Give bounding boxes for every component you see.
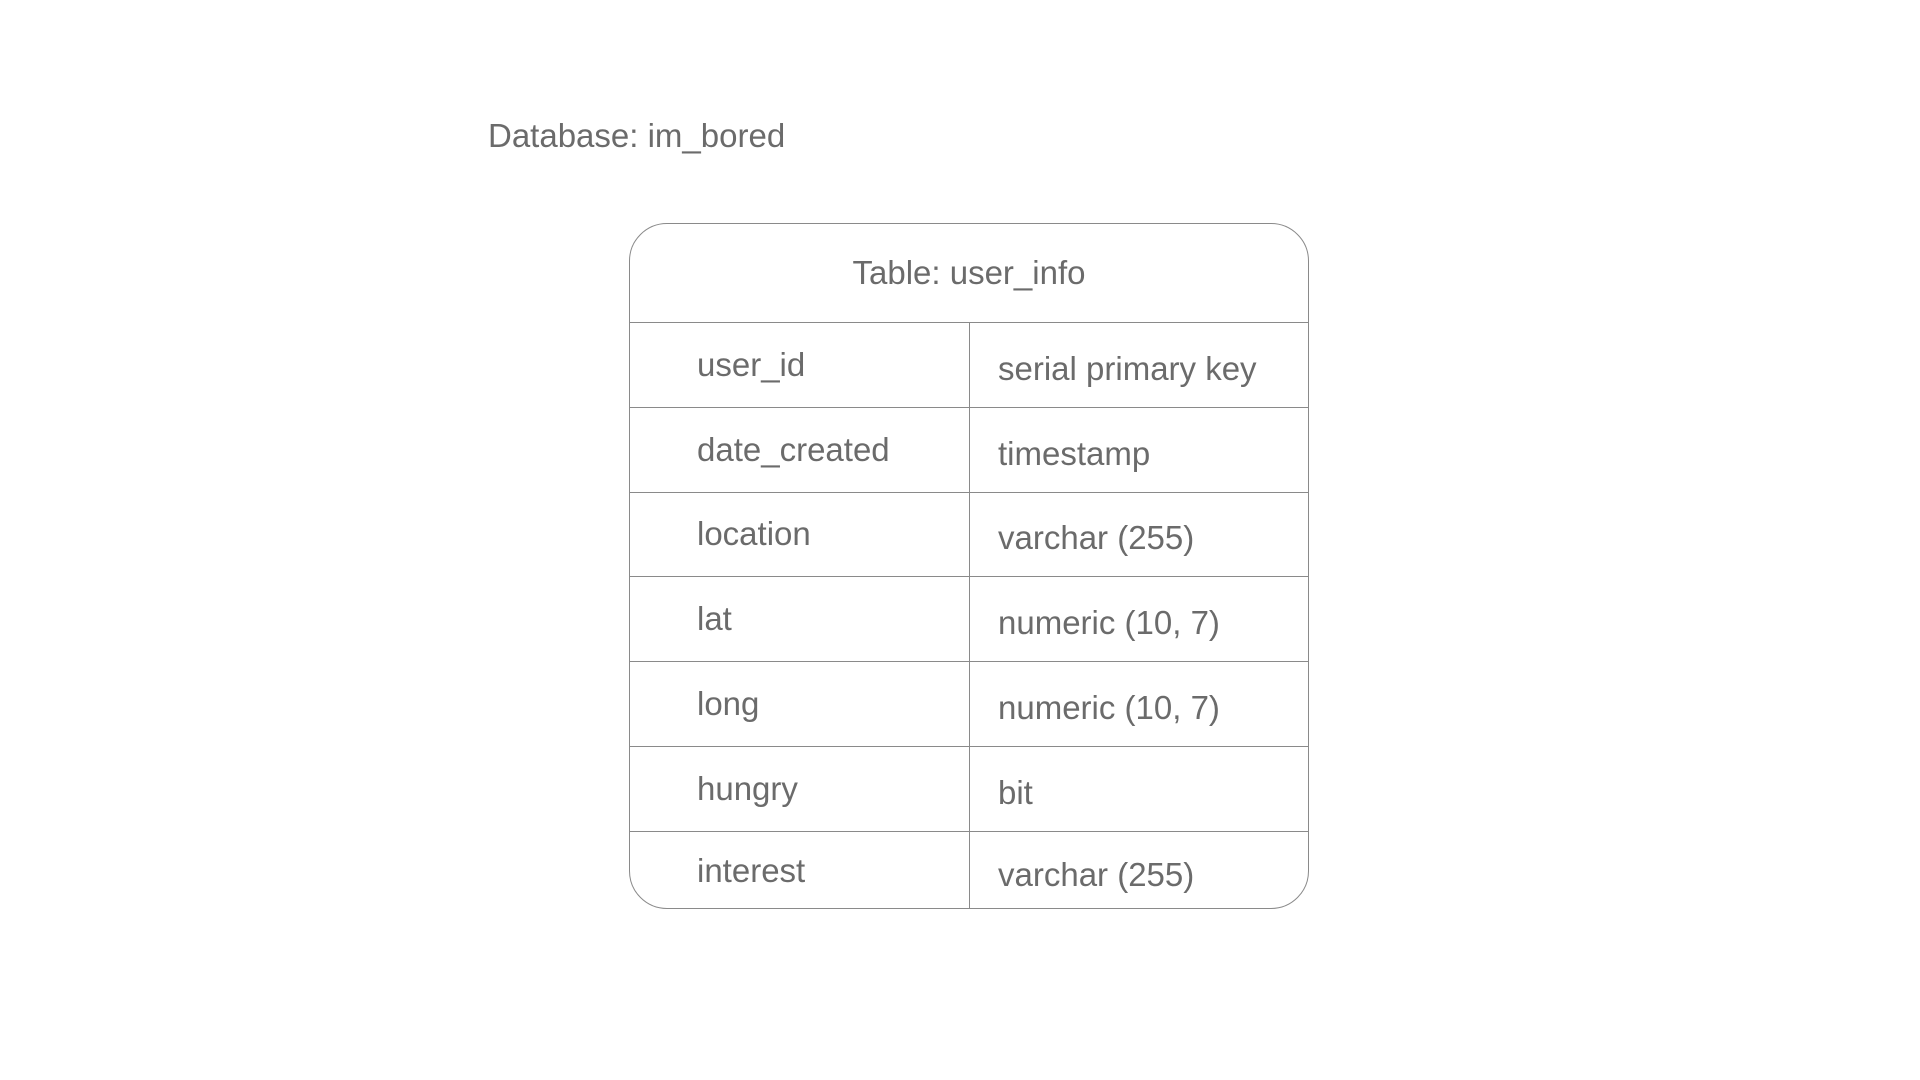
table-entity: Table: user_info user_id serial primary … — [629, 223, 1309, 909]
column-name: long — [630, 662, 970, 746]
column-type: timestamp — [998, 434, 1151, 472]
column-name: lat — [630, 577, 970, 662]
table-title: Table: user_info — [630, 224, 1308, 323]
table-row: location varchar (255) — [630, 492, 1308, 578]
table-row: long numeric (10, 7) — [630, 662, 1308, 747]
column-type: serial primary key — [998, 349, 1257, 387]
table-row: hungry bit — [630, 746, 1308, 832]
column-type: varchar (255) — [998, 855, 1195, 893]
column-name: date_created — [630, 407, 970, 492]
table-row: date_created timestamp — [630, 407, 1308, 493]
column-type: numeric (10, 7) — [998, 604, 1220, 642]
column-name: hungry — [630, 746, 970, 831]
column-name: location — [630, 492, 970, 577]
table-rows: user_id serial primary key date_created … — [630, 323, 1308, 908]
table-row: interest varchar (255) — [630, 831, 1308, 908]
table-row: user_id serial primary key — [630, 323, 1308, 408]
column-type: bit — [998, 773, 1033, 811]
column-type: varchar (255) — [998, 519, 1195, 557]
column-name: interest — [630, 831, 970, 908]
database-title: Database: im_bored — [488, 117, 786, 154]
column-type: numeric (10, 7) — [998, 689, 1220, 727]
table-row: lat numeric (10, 7) — [630, 577, 1308, 663]
column-name: user_id — [630, 323, 970, 407]
